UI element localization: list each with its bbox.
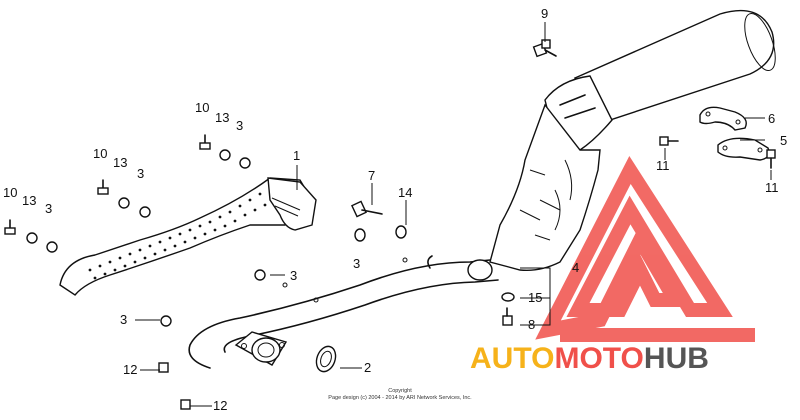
logo-word-auto: AUTO — [470, 342, 554, 375]
callout-6: 6 — [768, 111, 775, 126]
bolt-7 — [351, 200, 383, 218]
logo-mark — [535, 155, 755, 342]
logo-word-hub: HUB — [644, 342, 709, 375]
bolt-9 — [532, 39, 557, 58]
callout-10: 10 — [3, 185, 17, 200]
bracket-lower — [717, 137, 770, 161]
exhaust-flange — [234, 331, 288, 366]
callout-7: 7 — [368, 168, 375, 183]
callout-8: 8 — [528, 317, 535, 332]
washer-14 — [395, 225, 407, 239]
washer-3 — [26, 149, 366, 327]
muffler — [489, 9, 776, 272]
callouts: 1 2 3 3 3 3 3 3 4 5 6 7 8 9 10 10 10 11 … — [3, 6, 787, 413]
callout-4: 4 — [572, 260, 579, 275]
svg-text:Page design (c) 2004 - 2014 by: Page design (c) 2004 - 2014 by ARI Netwo… — [328, 395, 472, 401]
leader-lines — [135, 22, 772, 407]
callout-13: 13 — [215, 110, 229, 125]
callout-10: 10 — [93, 146, 107, 161]
callout-12: 12 — [213, 398, 227, 413]
exhaust-pipe — [188, 255, 499, 369]
copyright-notice: Copyright Page design (c) 2004 - 2014 by… — [328, 388, 472, 401]
callout-3: 3 — [290, 268, 297, 283]
callout-12: 12 — [123, 362, 137, 377]
callout-11: 11 — [765, 180, 779, 195]
heat-shield — [59, 177, 317, 296]
svg-text:AUTOMOTOHUB: AUTOMOTOHUB — [470, 342, 709, 375]
callout-10: 10 — [195, 100, 209, 115]
callout-3: 3 — [45, 201, 52, 216]
callout-11: 11 — [656, 158, 670, 173]
callout-3: 3 — [137, 166, 144, 181]
bolt-10 — [4, 134, 211, 235]
bracket-upper — [699, 106, 747, 131]
callout-1: 1 — [293, 148, 300, 163]
bolt-11 — [659, 136, 776, 169]
nut-12 — [158, 362, 191, 410]
callout-15: 15 — [528, 290, 542, 305]
logo-word-moto: MOTO — [554, 342, 643, 375]
callout-3: 3 — [236, 118, 243, 133]
exhaust-gasket — [315, 345, 337, 373]
callout-14: 14 — [398, 185, 412, 200]
bolt-8 — [502, 307, 513, 326]
callout-13: 13 — [113, 155, 127, 170]
callout-2: 2 — [364, 360, 371, 375]
callout-13: 13 — [22, 193, 36, 208]
logo-wordmark: AUTOMOTOHUB — [470, 342, 709, 375]
callout-3: 3 — [120, 312, 127, 327]
washer-15 — [501, 292, 515, 302]
svg-text:Copyright: Copyright — [388, 388, 412, 394]
callout-3: 3 — [353, 256, 360, 271]
callout-5: 5 — [780, 133, 787, 148]
callout-9: 9 — [541, 6, 548, 21]
